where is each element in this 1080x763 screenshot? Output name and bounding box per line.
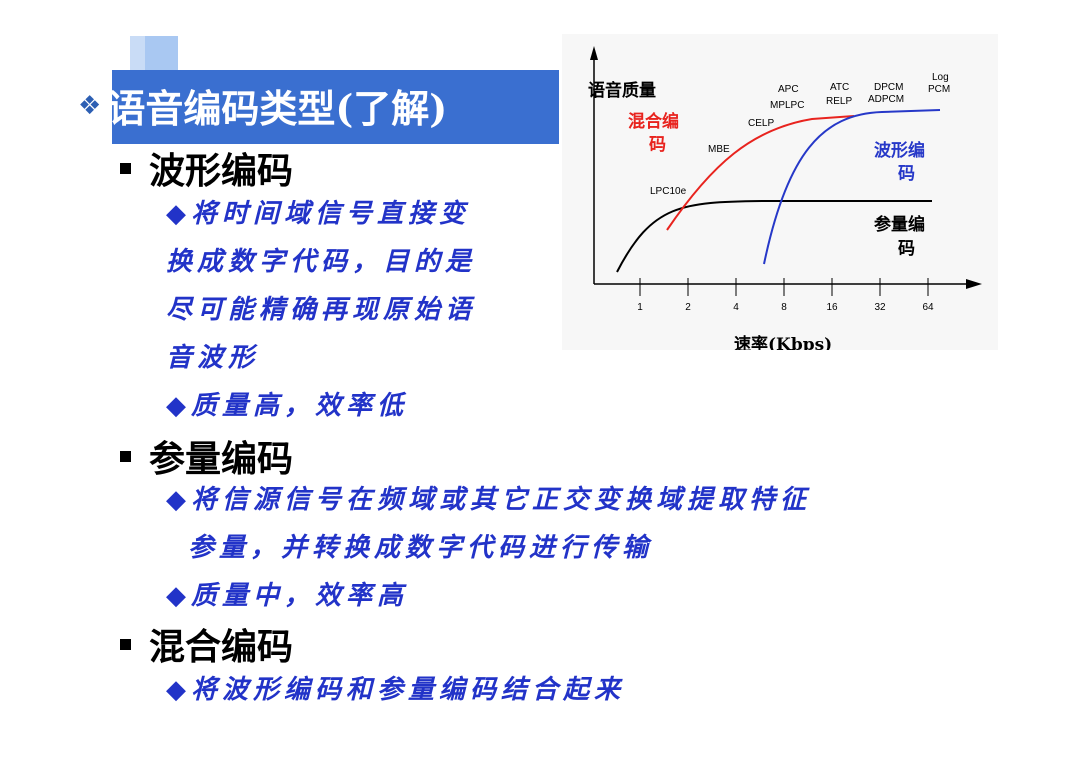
x-axis-arrow-icon	[966, 279, 982, 289]
section-waveform-points: ◆将时间域信号直接变 换成数字代码，目的是 尽可能精确再现原始语 音波形 ◆质量…	[166, 190, 476, 430]
x-tick-label: 16	[826, 302, 838, 313]
square-bullet-icon	[120, 162, 131, 174]
point-line: ◆质量高，效率低	[166, 391, 408, 421]
title-text: 语音编码类型(了解)	[107, 86, 448, 131]
x-tick-label: 8	[781, 302, 787, 313]
section-heading: 参量编码	[149, 438, 294, 480]
title-accent-square	[145, 36, 178, 70]
square-bullet-icon	[120, 638, 131, 650]
annotation-label: CELP	[748, 118, 774, 129]
point-line: 音波形	[166, 343, 260, 373]
series-line-waveform	[763, 109, 941, 265]
waveform-series-label: 波形编	[874, 140, 925, 161]
section-hybrid-points: ◆将波形编码和参量编码结合起来	[166, 666, 625, 714]
point-line: ◆将信源信号在频域或其它正交变换域提取特征	[166, 485, 811, 515]
x-ticks: 1 2 4 8 16 32 64	[637, 278, 934, 313]
annotation-label: ADPCM	[868, 94, 904, 105]
point-line: ◆将时间域信号直接变	[166, 199, 470, 229]
parametric-series-label: 码	[898, 239, 915, 259]
point-line: 换成数字代码，目的是	[166, 247, 477, 277]
x-tick-label: 32	[874, 302, 886, 313]
section-parametric: 参量编码	[120, 430, 293, 482]
annotation-label: Log	[932, 72, 949, 83]
annotation-label: PCM	[928, 84, 950, 95]
hybrid-series-label: 混合编	[628, 111, 679, 132]
waveform-series-label: 码	[898, 164, 915, 184]
section-parametric-points: ◆将信源信号在频域或其它正交变换域提取特征 参量，并转换成数字代码进行传输 ◆质…	[166, 476, 811, 620]
x-tick-label: 1	[637, 302, 643, 313]
section-waveform: 波形编码	[120, 142, 293, 194]
x-tick-label: 2	[685, 302, 691, 313]
square-bullet-icon	[120, 450, 131, 462]
hybrid-series-label: 码	[649, 135, 666, 155]
chart-background	[562, 34, 998, 350]
point-line: 尽可能精确再现原始语	[166, 295, 477, 325]
point-line: ◆将波形编码和参量编码结合起来	[166, 675, 625, 705]
x-tick-label: 64	[922, 302, 934, 313]
section-heading: 混合编码	[149, 626, 294, 668]
y-axis-arrow-icon	[590, 46, 598, 60]
title-bullet-icon: ❖	[78, 90, 102, 121]
series-line-parametric	[616, 200, 932, 273]
title-bar	[112, 70, 559, 144]
annotation-label: MPLPC	[770, 100, 804, 111]
parametric-series-label: 参量编	[874, 214, 925, 235]
annotation-label: ATC	[830, 82, 849, 93]
speech-coding-chart: 1 2 4 8 16 32 64 语音质量 速率(Kbps) 混合编 码 波形编 码 参量编…	[562, 34, 998, 350]
slide-title: ❖ 语音编码类型(了解)	[78, 78, 447, 133]
annotation-label: LPC10e	[650, 186, 687, 197]
x-tick-label: 4	[733, 302, 739, 313]
section-heading: 波形编码	[149, 150, 294, 192]
y-axis-label: 语音质量	[588, 80, 656, 101]
series-line-hybrid	[666, 115, 855, 231]
section-hybrid: 混合编码	[120, 618, 293, 670]
annotation-label: RELP	[826, 96, 852, 107]
point-line: ◆质量中，效率高	[166, 581, 408, 611]
annotation-label: MBE	[708, 144, 730, 155]
chart-svg: 1 2 4 8 16 32 64 语音质量 速率(Kbps) 混合编 码 波形编 码 参量编…	[562, 34, 998, 350]
x-axis-label: 速率(Kbps)	[734, 334, 832, 350]
annotation-label: APC	[778, 84, 799, 95]
annotation-label: DPCM	[874, 82, 903, 93]
point-line: 参量，并转换成数字代码进行传输	[188, 533, 654, 563]
title-accent-light	[130, 36, 145, 70]
annotations: APC MPLPC ATC RELP DPCM ADPCM Log PCM CE…	[650, 72, 950, 197]
